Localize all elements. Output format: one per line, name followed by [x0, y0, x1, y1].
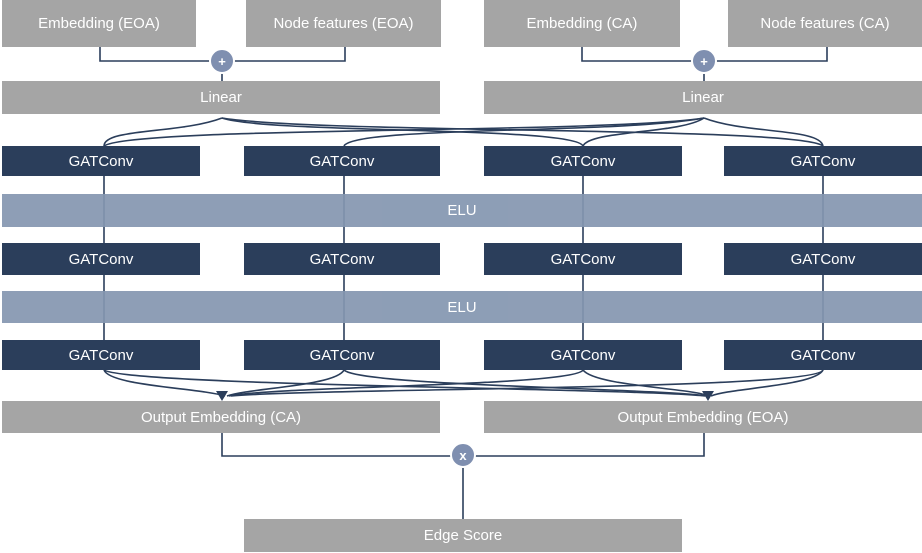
converge-ca-2	[226, 369, 345, 397]
embedding-ca-box: Embedding (CA)	[484, 0, 680, 47]
converge-ca-3	[228, 369, 584, 397]
add-operator-left: +	[209, 48, 235, 74]
converge-eoa-2	[343, 369, 708, 397]
multiply-operator: x	[450, 442, 476, 468]
arrowhead-ca	[216, 391, 228, 401]
fan-right-4	[703, 117, 824, 147]
linear-box-right: Linear	[484, 81, 922, 114]
elu-band-2: ELU	[2, 291, 922, 323]
node-features-eoa-box: Node features (EOA)	[246, 0, 441, 47]
gatconv-row1-col3: GATConv	[484, 146, 682, 176]
converge-eoa-1	[103, 369, 706, 397]
add-operator-right: +	[691, 48, 717, 74]
converge-ca-4	[230, 369, 824, 397]
output-embedding-ca-box: Output Embedding (CA)	[2, 401, 440, 433]
output-embedding-eoa-box: Output Embedding (EOA)	[484, 401, 922, 433]
gatconv-row3-col3: GATConv	[484, 340, 682, 370]
gatconv-row2-col4: GATConv	[724, 243, 922, 275]
gatconv-row3-col4: GATConv	[724, 340, 922, 370]
fan-right-1	[103, 117, 705, 147]
converge-ca-1	[103, 369, 226, 397]
linear-box-left: Linear	[2, 81, 440, 114]
gatconv-row3-col1: GATConv	[2, 340, 200, 370]
gatconv-row2-col1: GATConv	[2, 243, 200, 275]
converge-eoa-4	[710, 369, 824, 397]
gatconv-row2-col3: GATConv	[484, 243, 682, 275]
node-features-ca-box: Node features (CA)	[728, 0, 922, 47]
gatconv-row1-col2: GATConv	[244, 146, 440, 176]
fan-right-3	[582, 117, 705, 147]
fan-left-1	[103, 117, 223, 147]
edge-score-box: Edge Score	[244, 519, 682, 552]
fan-right-2	[343, 117, 705, 147]
arrowhead-eoa	[702, 391, 714, 401]
embedding-eoa-box: Embedding (EOA)	[2, 0, 196, 47]
elu-band-1: ELU	[2, 194, 922, 227]
converge-eoa-3	[582, 369, 710, 397]
gatconv-row1-col4: GATConv	[724, 146, 922, 176]
fan-left-3	[221, 117, 824, 147]
gatconv-row3-col2: GATConv	[244, 340, 440, 370]
gatconv-row2-col2: GATConv	[244, 243, 440, 275]
gatconv-row1-col1: GATConv	[2, 146, 200, 176]
